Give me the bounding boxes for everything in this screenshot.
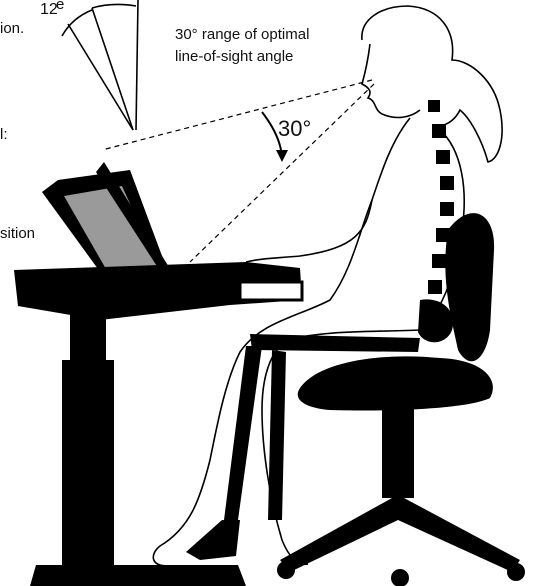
spine xyxy=(418,100,454,342)
left-fragment-label-2: sition xyxy=(0,225,35,243)
range-label-line-2: line-of-sight angle xyxy=(175,48,293,66)
laptop xyxy=(42,162,240,280)
small-angle-value-label: 12 xyxy=(40,0,58,19)
top-fragment-label-2: ion. xyxy=(0,20,24,38)
angle-arrowhead xyxy=(276,150,288,162)
angle-value-label: 30° xyxy=(278,116,311,142)
monitor-tilt-angle-indicator xyxy=(62,0,138,130)
desk xyxy=(14,262,302,586)
office-chair xyxy=(277,213,525,586)
range-label-line-1: 30° range of optimal xyxy=(175,26,309,44)
left-fragment-label-1: l: xyxy=(0,126,8,144)
